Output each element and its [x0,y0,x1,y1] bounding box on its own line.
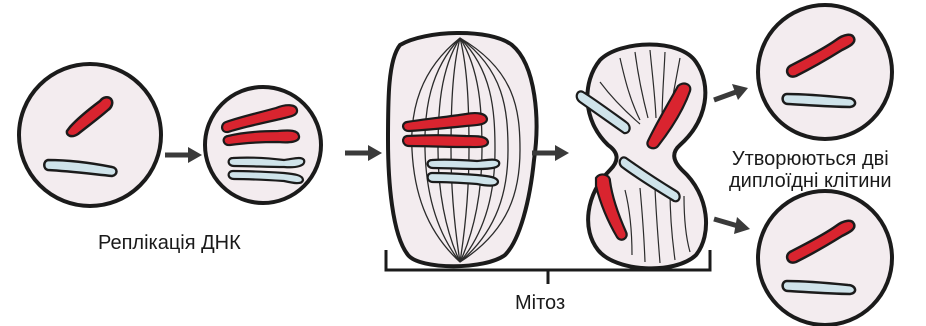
cell-3-metaphase [388,33,536,266]
arrow-1 [165,147,202,163]
result-label: Утворюються дві диплоїдні клітини [729,148,892,192]
mitosis-label: Мітоз [515,292,565,314]
daughter-cell-1 [758,5,892,139]
result-label-line-1: Утворюються дві [729,148,892,170]
cell-2-replicated [205,87,321,203]
arrow-to-daughter-2 [714,217,750,234]
result-label-line-2: диплоїдні клітини [729,170,892,192]
arrow-to-daughter-1 [714,84,748,100]
daughter-cell-2 [758,191,892,325]
replication-label: Реплікація ДНК [98,232,241,254]
cell-1-initial [19,64,161,206]
cell-4-telophase [577,45,706,269]
arrow-2 [345,145,382,161]
